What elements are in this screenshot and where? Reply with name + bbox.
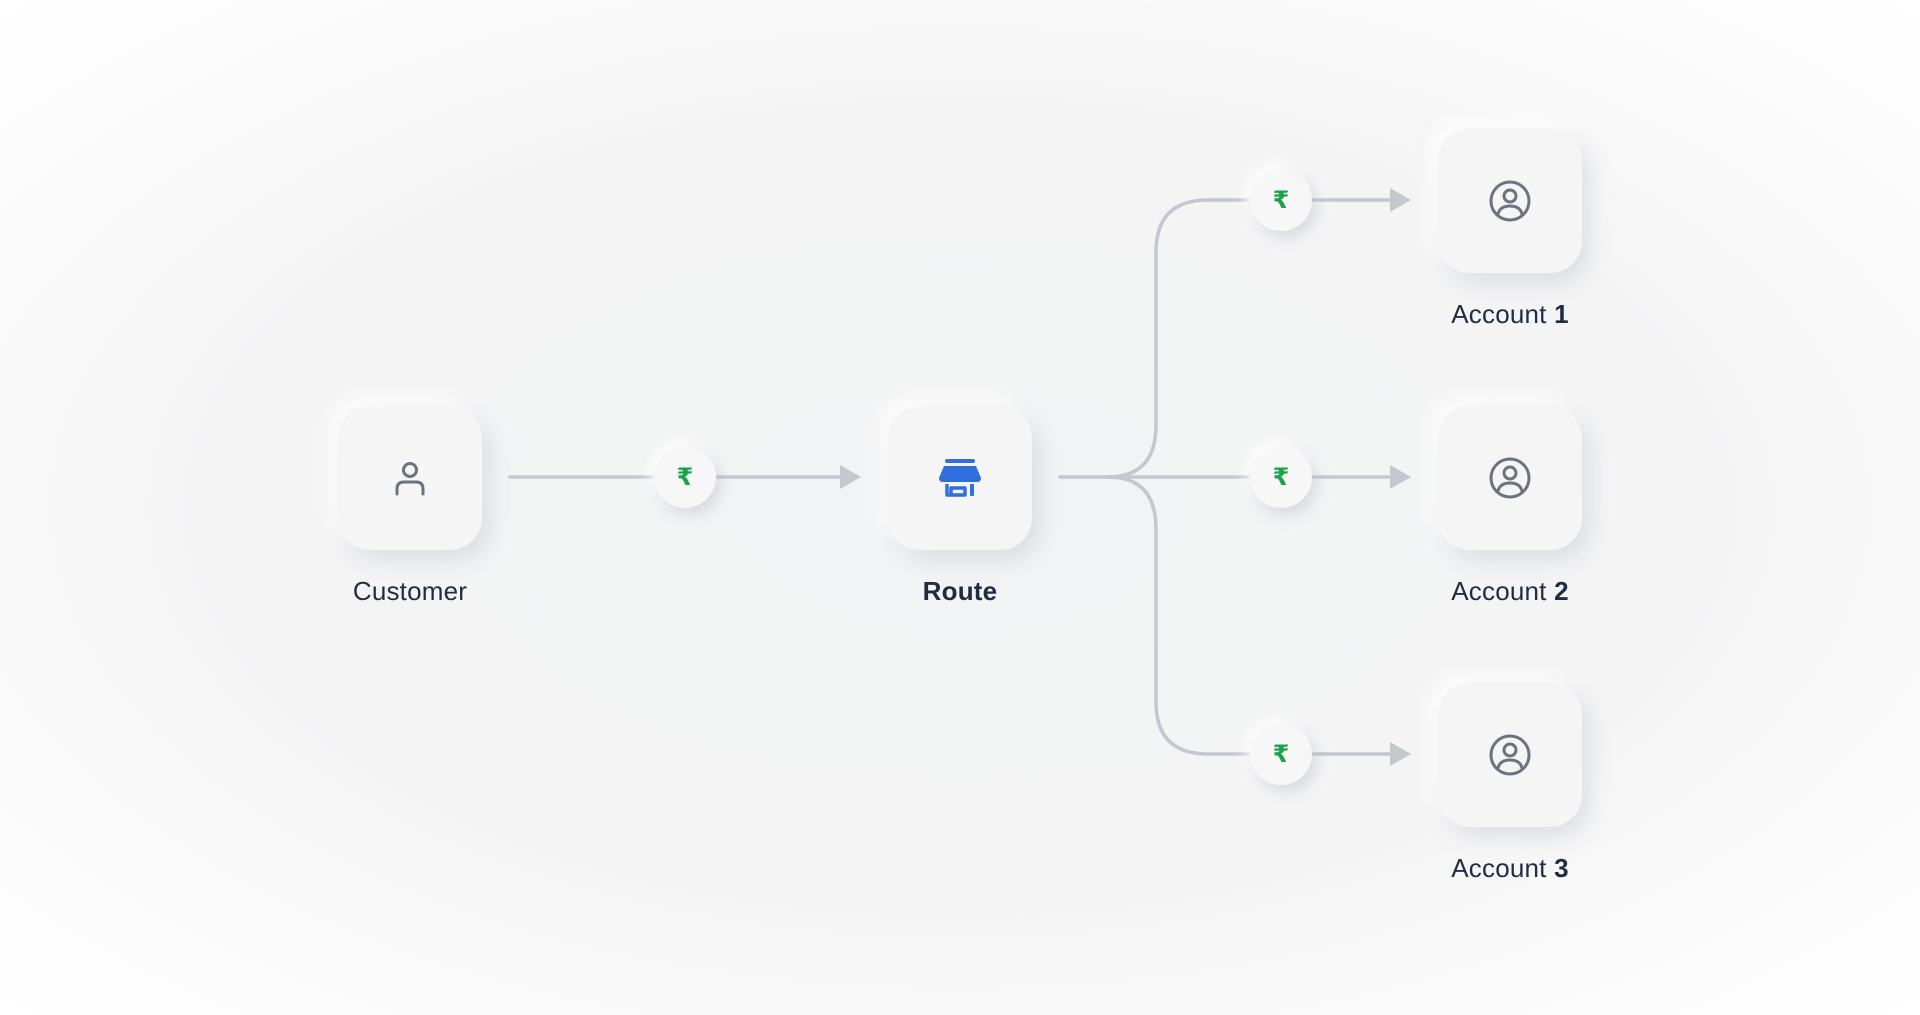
user-icon: [395, 462, 425, 496]
account-label-prefix: Account: [1451, 299, 1547, 329]
account-3-label: Account 3: [1380, 853, 1640, 884]
rupee-coin-account-1: ₹: [1250, 169, 1312, 231]
user-circle-icon: [1489, 734, 1531, 776]
edge-route-account-3: [1106, 475, 1394, 756]
rupee-coin-account-3: ₹: [1250, 723, 1312, 785]
route-node[interactable]: [888, 406, 1032, 550]
rupee-icon: ₹: [1272, 186, 1290, 214]
user-circle-icon: [1489, 180, 1531, 222]
account-number: 3: [1554, 853, 1569, 883]
rupee-icon: ₹: [1272, 740, 1290, 768]
edge-route-account-1-arrowhead: [1390, 188, 1411, 212]
edge-route-account-2-arrowhead: [1390, 465, 1411, 489]
rupee-icon: ₹: [676, 463, 694, 491]
account-1-node[interactable]: [1438, 129, 1582, 273]
storefront-icon: [939, 459, 981, 497]
user-circle-icon: [1489, 457, 1531, 499]
account-label-prefix: Account: [1451, 576, 1547, 606]
rupee-coin-customer-route: ₹: [654, 446, 716, 508]
account-number: 1: [1554, 299, 1569, 329]
edge-customer-route-arrowhead: [840, 465, 861, 489]
edge-route-account-1: [1106, 198, 1394, 479]
customer-node[interactable]: [338, 406, 482, 550]
account-label-prefix: Account: [1451, 853, 1547, 883]
account-number: 2: [1554, 576, 1569, 606]
account-3-node[interactable]: [1438, 683, 1582, 827]
rupee-icon: ₹: [1272, 463, 1290, 491]
route-label: Route: [922, 576, 998, 606]
account-2-label: Account 2: [1380, 576, 1640, 607]
edge-route-account-3-arrowhead: [1390, 742, 1411, 766]
customer-label: Customer: [352, 576, 468, 606]
account-1-label: Account 1: [1380, 299, 1640, 330]
account-2-node[interactable]: [1438, 406, 1582, 550]
rupee-coin-account-2: ₹: [1250, 446, 1312, 508]
